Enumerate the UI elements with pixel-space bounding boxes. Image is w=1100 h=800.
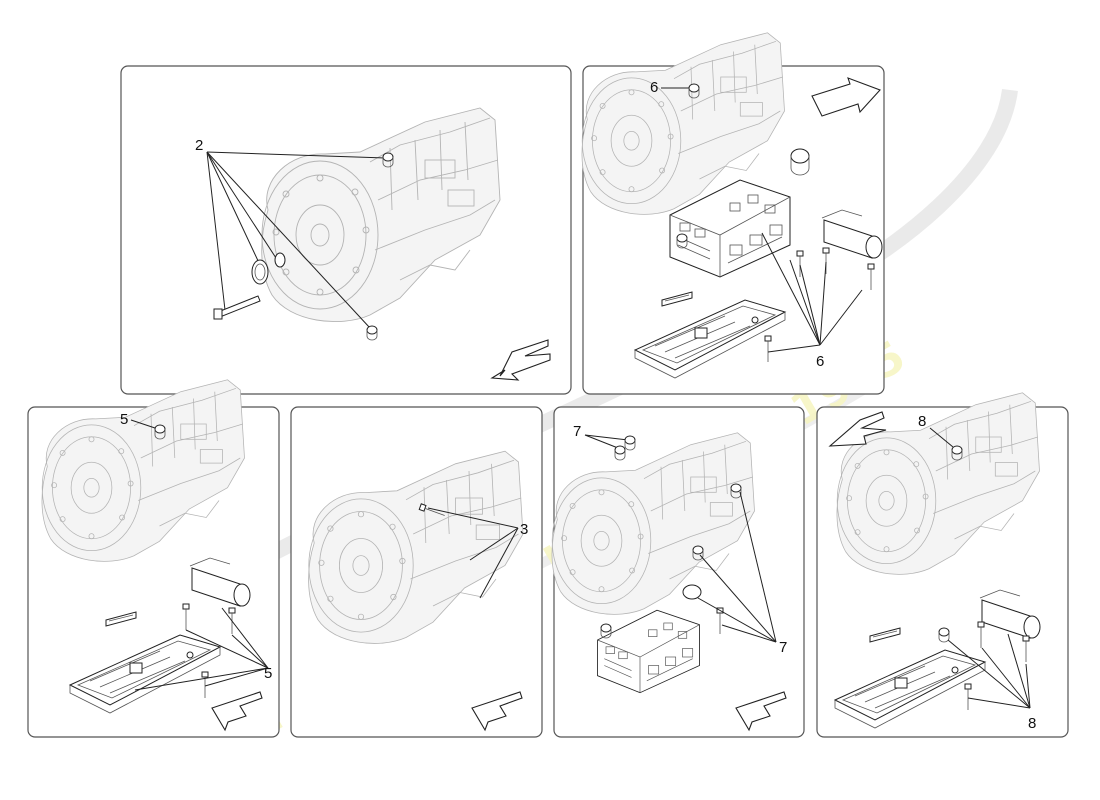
callout-5-bottom-label: 5 [264,665,272,682]
direction-arrow-icon [811,77,881,117]
callout-5-leaders [134,607,269,691]
callout-6-leaders [761,232,863,353]
callout-8-bottom-label: 8 [1028,715,1036,732]
callout-2-label: 2 [195,137,203,154]
callout-3-label: 3 [520,521,528,538]
o-ring [274,252,286,268]
direction-arrow-icon [211,691,263,732]
direction-arrow-icon [828,411,887,447]
panel-top-left: 2 [120,65,572,395]
solenoid-plug [790,148,810,176]
callout-2-leaders [206,151,386,329]
callout-7-leaders [697,491,777,643]
direction-arrow-icon [471,691,523,732]
callout-6-top-label: 6 [650,79,658,96]
direction-arrow-icon [735,691,787,732]
panel-top-right: 6 6 [581,32,885,395]
callout-8-top-label: 8 [918,413,926,430]
panel-bottom-2: 3 [290,406,543,738]
seal-ring [251,259,269,285]
direction-arrow-icon [490,339,551,381]
callout-5-top-label: 5 [120,411,128,428]
panel-bottom-1: 5 5 [27,379,280,738]
callout-7-top-label: 7 [573,423,581,440]
panel-bottom-3: 7 7 [551,406,805,738]
solenoid-plug [682,584,702,600]
callout-3-leaders [427,507,519,599]
bolt-part [213,295,261,320]
callout-8-leaders [947,633,1031,709]
callout-6-bottom-label: 6 [816,353,824,370]
panel-bottom-4: 8 8 [816,392,1069,738]
callout-7-bottom-label: 7 [779,639,787,656]
